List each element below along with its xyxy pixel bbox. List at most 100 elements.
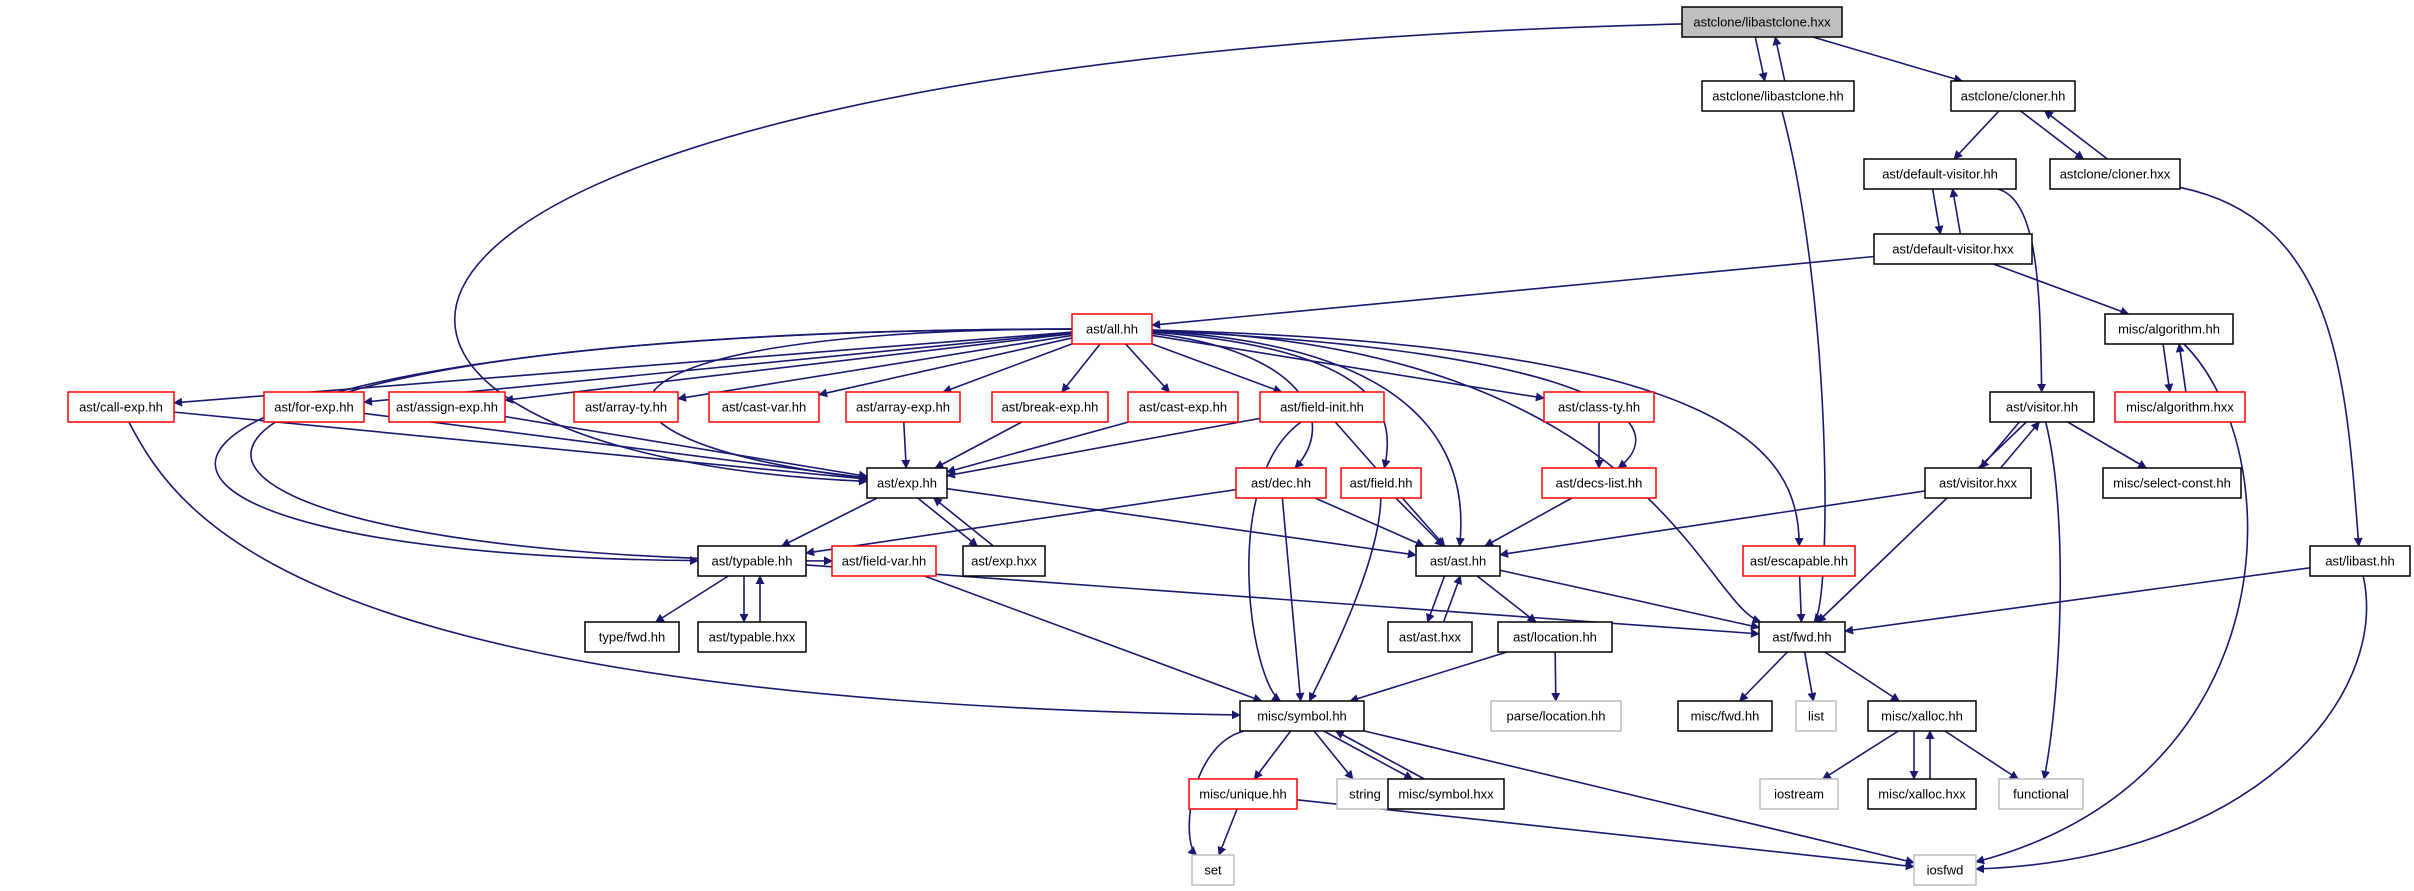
node-box xyxy=(1742,545,1856,577)
node-label: ast/ast.hh xyxy=(1430,554,1486,569)
node-label: string xyxy=(1349,787,1381,802)
node-box xyxy=(1188,778,1298,810)
node-fwd-hh[interactable]: ast/fwd.hh xyxy=(1758,621,1846,653)
edge-all_hh-to-field_init xyxy=(1151,343,1283,394)
node-break-exp[interactable]: ast/break-exp.hh xyxy=(991,391,1109,423)
edge-all_hh-to-cast_exp xyxy=(1125,343,1170,393)
node-label: type/fwd.hh xyxy=(599,630,666,645)
node-box xyxy=(1259,391,1385,423)
node-select-const[interactable]: misc/select-const.hh xyxy=(2102,467,2242,499)
node-box xyxy=(1239,700,1365,732)
edge-typable_hh-to-type_fwd xyxy=(654,575,729,623)
node-ast-hh[interactable]: ast/ast.hh xyxy=(1415,545,1501,577)
node-label: ast/array-ty.hh xyxy=(585,400,667,415)
node-misc-fwd[interactable]: misc/fwd.hh xyxy=(1677,700,1773,732)
edge-visitor_hh-to-fwd_hh xyxy=(1817,421,2027,623)
node-field-var[interactable]: ast/field-var.hh xyxy=(831,545,937,577)
node-label: ast/exp.hh xyxy=(877,476,937,491)
edge-symbol_hxx-to-symbol_hh xyxy=(1334,730,1425,780)
node-visitor-hxx[interactable]: ast/visitor.hxx xyxy=(1924,467,2032,499)
edge-symbol_hh-to-string xyxy=(1313,730,1354,780)
node-label: misc/select-const.hh xyxy=(2113,476,2231,491)
node-box xyxy=(1340,467,1422,499)
node-cast-exp[interactable]: ast/cast-exp.hh xyxy=(1127,391,1239,423)
node-exp-hxx[interactable]: ast/exp.hxx xyxy=(962,545,1046,577)
node-escapable[interactable]: ast/escapable.hh xyxy=(1742,545,1856,577)
node-label: ast/cast-exp.hh xyxy=(1139,400,1227,415)
node-algorithm-hh[interactable]: misc/algorithm.hh xyxy=(2104,313,2234,345)
node-cloner-hh[interactable]: astclone/cloner.hh xyxy=(1950,80,2076,112)
node-call-exp[interactable]: ast/call-exp.hh xyxy=(67,391,175,423)
node-typable-hh[interactable]: ast/typable.hh xyxy=(697,545,807,577)
node-label: ast/dec.hh xyxy=(1251,476,1311,491)
node-label: astclone/cloner.hxx xyxy=(2060,167,2171,182)
edge-visitor_hxx-to-ast_hh xyxy=(1499,490,1926,558)
node-label: ast/field-var.hh xyxy=(842,554,927,569)
edge-symbol_hh-to-unique_hh xyxy=(1253,730,1292,780)
node-label: ast/field-init.hh xyxy=(1280,400,1364,415)
node-label: parse/location.hh xyxy=(1506,709,1605,724)
edge-for_exp-to-exp_hh xyxy=(363,412,868,482)
node-all-hh[interactable]: ast/all.hh xyxy=(1071,313,1153,345)
node-type-fwd[interactable]: type/fwd.hh xyxy=(584,621,680,653)
node-symbol-hh[interactable]: misc/symbol.hh xyxy=(1239,700,1365,732)
edge-algorithm_hh-to-algorithm_hxx xyxy=(2162,343,2174,393)
node-box xyxy=(1191,854,1235,886)
edge-all_hh-to-array_exp xyxy=(942,343,1073,394)
node-field-init[interactable]: ast/field-init.hh xyxy=(1259,391,1385,423)
node-label: ast/call-exp.hh xyxy=(79,400,163,415)
edge-symbol_hh-to-iosfwd xyxy=(1363,730,1915,866)
node-box xyxy=(2114,391,2246,423)
node-xalloc-hxx[interactable]: misc/xalloc.hxx xyxy=(1867,778,1977,810)
edge-exp_hh-to-exp_hxx xyxy=(917,497,979,547)
node-exp-hh[interactable]: ast/exp.hh xyxy=(866,467,948,499)
node-box xyxy=(388,391,506,423)
node-libast-hh[interactable]: ast/libast.hh xyxy=(2309,545,2411,577)
edge-root-to-libastclone_hh xyxy=(1754,36,1768,82)
node-box xyxy=(1497,621,1613,653)
node-default-visitor-hxx[interactable]: ast/default-visitor.hxx xyxy=(1873,233,2033,265)
node-for-exp[interactable]: ast/for-exp.hh xyxy=(263,391,365,423)
edge-exp_hxx-to-exp_hh xyxy=(932,497,994,547)
node-label: misc/algorithm.hh xyxy=(2118,322,2220,337)
edge-cloner_hxx-to-libast_hh xyxy=(2179,186,2363,547)
node-algorithm-hxx[interactable]: misc/algorithm.hxx xyxy=(2114,391,2246,423)
node-default-visitor-hh[interactable]: ast/default-visitor.hh xyxy=(1863,158,2017,190)
node-typable-hxx[interactable]: ast/typable.hxx xyxy=(697,621,807,653)
node-visitor-hh[interactable]: ast/visitor.hh xyxy=(1989,391,2095,423)
node-symbol-hxx[interactable]: misc/symbol.hxx xyxy=(1387,778,1505,810)
node-label: ast/visitor.hxx xyxy=(1939,476,2018,491)
edge-all_hh-to-escapable xyxy=(1151,329,1804,547)
node-box xyxy=(1543,391,1655,423)
node-cloner-hxx[interactable]: astclone/cloner.hxx xyxy=(2049,158,2181,190)
edge-libastclone_hh-to-fwd_hh xyxy=(1781,110,1826,623)
edge-call_exp-to-exp_hh xyxy=(173,411,868,483)
node-array-ty[interactable]: ast/array-ty.hh xyxy=(573,391,679,423)
node-dec-hh[interactable]: ast/dec.hh xyxy=(1235,467,1327,499)
node-label: ast/ast.hxx xyxy=(1399,630,1462,645)
node-unique-hh[interactable]: misc/unique.hh xyxy=(1188,778,1298,810)
node-decs-list[interactable]: ast/decs-list.hh xyxy=(1541,467,1657,499)
node-ast-hxx[interactable]: ast/ast.hxx xyxy=(1387,621,1473,653)
node-xalloc-hh[interactable]: misc/xalloc.hh xyxy=(1867,700,1977,732)
edge-exp_hh-to-ast_hh xyxy=(946,487,1417,559)
node-box xyxy=(1490,700,1622,732)
node-root[interactable]: astclone/libastclone.hxx xyxy=(1681,6,1843,38)
node-assign-exp[interactable]: ast/assign-exp.hh xyxy=(388,391,506,423)
node-cast-var[interactable]: ast/cast-var.hh xyxy=(708,391,820,423)
node-label: astclone/cloner.hh xyxy=(1961,89,2066,104)
edge-xalloc_hh-to-functional xyxy=(1944,730,2019,780)
node-field-hh[interactable]: ast/field.hh xyxy=(1340,467,1422,499)
edge-ast_hh-to-location_hh xyxy=(1476,575,1537,623)
edge-escapable-to-fwd_hh xyxy=(1796,575,1806,623)
edge-dec_hh-to-typable_hh xyxy=(805,488,1237,557)
node-label: ast/libast.hh xyxy=(2325,554,2394,569)
node-class-ty[interactable]: ast/class-ty.hh xyxy=(1543,391,1655,423)
edge-cloner_hxx-to-cloner_hh xyxy=(2043,110,2108,160)
node-box xyxy=(1867,700,1977,732)
node-location-hh[interactable]: ast/location.hh xyxy=(1497,621,1613,653)
node-box xyxy=(697,545,807,577)
node-libastclone-hh[interactable]: astclone/libastclone.hh xyxy=(1701,80,1855,112)
node-label: astclone/libastclone.hxx xyxy=(1693,15,1831,30)
node-array-exp[interactable]: ast/array-exp.hh xyxy=(845,391,961,423)
